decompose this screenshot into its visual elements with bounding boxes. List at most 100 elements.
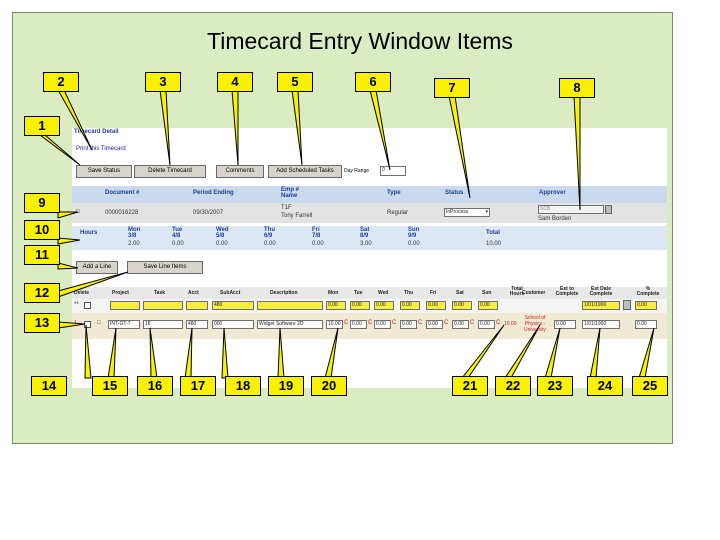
line-subacct-input[interactable]: 000 — [212, 320, 254, 329]
new-line-subacct-input[interactable]: 480 — [212, 301, 254, 310]
line-header-acct: Acct — [188, 290, 199, 296]
delete-timecard-button[interactable]: Delete Timecard — [134, 165, 206, 178]
hours-header-date: 6/9 — [264, 233, 273, 239]
line-hours-input[interactable]: 0.00 — [400, 320, 417, 329]
hours-value: 0.00 — [312, 241, 324, 247]
line-project-input[interactable]: INT-GT-7 — [108, 320, 140, 329]
callout-16: 16 — [137, 376, 173, 396]
callout-1: 1 — [24, 116, 60, 136]
add-line-button[interactable]: Add a Line — [76, 261, 118, 274]
new-line-acct-input[interactable] — [186, 301, 208, 310]
status-select[interactable]: InProcess ▾ — [444, 208, 490, 217]
line-header-total-hours: Total Hours — [509, 286, 525, 297]
chevron-down-icon: ▾ — [485, 209, 488, 215]
line-est-date-input[interactable]: 1/01/1900 — [582, 320, 620, 329]
approver-name: Sam Borden — [538, 216, 572, 222]
save-status-button[interactable]: Save Status — [76, 165, 132, 178]
callout-18: 18 — [225, 376, 261, 396]
new-line-project-input[interactable] — [110, 301, 140, 310]
hours-total-value: 10.00 — [486, 241, 502, 247]
period-ending-header: Period Ending — [193, 190, 234, 196]
employee-id: T1F — [281, 205, 292, 211]
hours-label: Hours — [80, 230, 98, 236]
callout-12: 12 — [24, 283, 60, 303]
summary-row-band — [72, 203, 667, 223]
approver-input[interactable]: SCB — [538, 205, 604, 214]
new-line-hours-input[interactable]: 0.00 — [350, 301, 370, 310]
summary-row-icon: □ — [76, 209, 80, 215]
comment-icon[interactable]: C — [368, 320, 373, 326]
hours-total-header: Total — [486, 230, 500, 236]
comment-icon[interactable]: C — [392, 320, 397, 326]
save-line-items-button[interactable]: Save Line Items — [127, 261, 203, 274]
line-hours-input[interactable]: 10.00 — [326, 320, 343, 329]
line-pct-input[interactable]: 0.00 — [635, 320, 657, 329]
status-header: Status — [445, 190, 464, 196]
print-timecard-link[interactable]: Print this Timecard — [76, 146, 126, 152]
new-line-hours-input[interactable]: 0.00 — [374, 301, 394, 310]
line-hours-input[interactable]: 0.00 — [478, 320, 495, 329]
comment-icon[interactable]: C — [344, 320, 349, 326]
hours-value: 0.00 — [408, 241, 420, 247]
line-hours-input[interactable]: 0.00 — [350, 320, 367, 329]
new-line-delete-checkbox[interactable] — [84, 302, 91, 309]
line-hours-input[interactable]: 0.00 — [374, 320, 391, 329]
line-header-subacct: SubAcct — [220, 290, 241, 296]
status-value: InProcess — [446, 209, 469, 215]
new-line-hours-input[interactable]: 0.00 — [452, 301, 472, 310]
new-line-calendar-icon[interactable] — [623, 300, 631, 310]
line-copy-icon[interactable]: □ — [97, 320, 101, 326]
line-acct-input[interactable]: 480 — [186, 320, 208, 329]
line-header-thu: Thu — [404, 290, 414, 296]
document-number: 0000016228 — [105, 210, 139, 216]
summary-header-band — [72, 186, 667, 203]
hours-header-day: Wed — [216, 227, 229, 233]
hours-header-date: 3/8 — [128, 233, 137, 239]
line-delete-checkbox[interactable] — [84, 321, 91, 328]
new-line-description-input[interactable] — [257, 301, 323, 310]
line-header-tue: Tue — [354, 290, 363, 296]
comment-icon[interactable]: C — [496, 320, 501, 326]
line-task-input[interactable]: 18 — [143, 320, 183, 329]
line-description-input[interactable]: Widget Software 2D — [257, 320, 323, 329]
approver-lookup-icon[interactable] — [605, 205, 612, 214]
employee-name: Tony Farrell — [281, 213, 313, 219]
new-line-task-input[interactable] — [143, 301, 183, 310]
callout-20: 20 — [311, 376, 347, 396]
line-hours-input[interactable]: 0.00 — [452, 320, 469, 329]
add-scheduled-tasks-button[interactable]: Add Scheduled Tasks — [268, 165, 342, 178]
line-total-hours: 10.00 — [504, 321, 517, 327]
comments-button[interactable]: Comments — [216, 165, 264, 178]
slide-title: Timecard Entry Window Items — [207, 28, 513, 54]
new-line-pct-input[interactable]: 0.00 — [635, 301, 657, 310]
new-line-hours-input[interactable]: 0.00 — [400, 301, 420, 310]
period-ending: 09/30/2007 — [193, 210, 224, 216]
hours-header-date: 9/9 — [408, 233, 417, 239]
day-range-input[interactable]: 0 — [380, 166, 406, 176]
hours-header-date: 8/9 — [360, 233, 369, 239]
comment-icon[interactable]: C — [444, 320, 449, 326]
timecard-type: Regular — [387, 210, 409, 216]
callout-15: 15 — [92, 376, 128, 396]
line-number: 1 — [74, 321, 78, 327]
callout-3: 3 — [145, 72, 181, 92]
line-header-description: Description — [270, 290, 298, 296]
callout-9: 9 — [24, 193, 60, 213]
callout-10: 10 — [24, 220, 60, 240]
line-header-customer: Customer — [522, 290, 546, 296]
callout-22: 22 — [495, 376, 531, 396]
line-header-fri: Fri — [430, 290, 437, 296]
new-line-est-date-input[interactable]: 1/01/1900 — [582, 301, 620, 310]
hours-value: 3.00 — [360, 241, 372, 247]
line-est-to-complete-input[interactable]: 0.00 — [554, 320, 576, 329]
callout-11: 11 — [24, 245, 60, 265]
hours-value: 2.00 — [128, 241, 140, 247]
new-line-hours-input[interactable]: 0.00 — [426, 301, 446, 310]
line-hours-input[interactable]: 0.00 — [426, 320, 443, 329]
new-line-hours-input[interactable]: 0.00 — [326, 301, 346, 310]
timecard-panel: Timecard Detail Print this Timecard Save… — [72, 128, 667, 388]
new-line-hours-input[interactable]: 0.00 — [478, 301, 498, 310]
callout-21: 21 — [452, 376, 488, 396]
comment-icon[interactable]: C — [470, 320, 475, 326]
comment-icon[interactable]: C — [418, 320, 423, 326]
